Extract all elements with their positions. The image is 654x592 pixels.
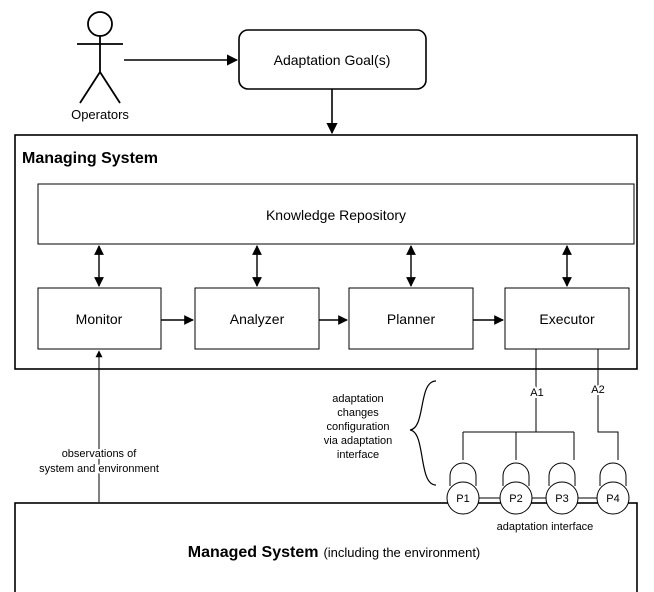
adaptation-interface-label: adaptation interface (497, 521, 594, 533)
curly-brace-icon (409, 380, 437, 486)
a2-connection (597, 349, 619, 460)
planner-label: Planner (387, 311, 436, 327)
observations-label-line1: observations of (62, 448, 138, 460)
port-p4-label: P4 (606, 493, 619, 505)
managed-system-subtitle: (including the environment) (323, 545, 480, 560)
analyzer-label: Analyzer (230, 311, 285, 327)
socket-p3-icon (548, 462, 576, 486)
port-p2-label: P2 (509, 493, 522, 505)
port-p3-label: P3 (555, 493, 568, 505)
knowledge-repository-label: Knowledge Repository (266, 207, 406, 223)
adaptation-goal-label: Adaptation Goal(s) (274, 52, 391, 68)
monitor-box (37, 287, 162, 350)
adaptation-changes-line4: via adaptation (324, 435, 393, 447)
port-p4 (596, 481, 630, 515)
planner-box (348, 287, 474, 350)
operators-label: Operators (71, 107, 129, 122)
a1-connection (462, 349, 575, 460)
adaptation-changes-line2: changes (337, 407, 379, 419)
port-p1-label: P1 (456, 493, 469, 505)
observations-label-line2: system and environment (39, 463, 159, 475)
socket-p2-icon (502, 462, 530, 486)
managing-system-title: Managing System (22, 150, 158, 167)
a2-label: A2 (591, 384, 604, 396)
a1-label: A1 (530, 387, 543, 399)
socket-p1-icon (449, 462, 477, 486)
adaptation-changes-line3: configuration (327, 421, 390, 433)
port-p3 (545, 481, 579, 515)
port-p2 (499, 481, 533, 515)
adaptation-changes-line5: interface (337, 449, 379, 461)
managed-system-box (14, 502, 638, 592)
managed-system-heading: Managed System (including the environment… (188, 544, 481, 561)
socket-p4-icon (599, 462, 627, 486)
monitor-label: Monitor (76, 311, 123, 327)
port-p1 (446, 481, 480, 515)
adaptation-changes-line1: adaptation (332, 393, 383, 405)
managed-system-title: Managed System (188, 544, 319, 561)
executor-label: Executor (539, 311, 595, 327)
knowledge-repository-box (37, 183, 635, 245)
actor-head-icon (87, 11, 113, 37)
executor-box (504, 287, 630, 350)
operators-actor (77, 11, 123, 104)
analyzer-box (194, 287, 320, 350)
